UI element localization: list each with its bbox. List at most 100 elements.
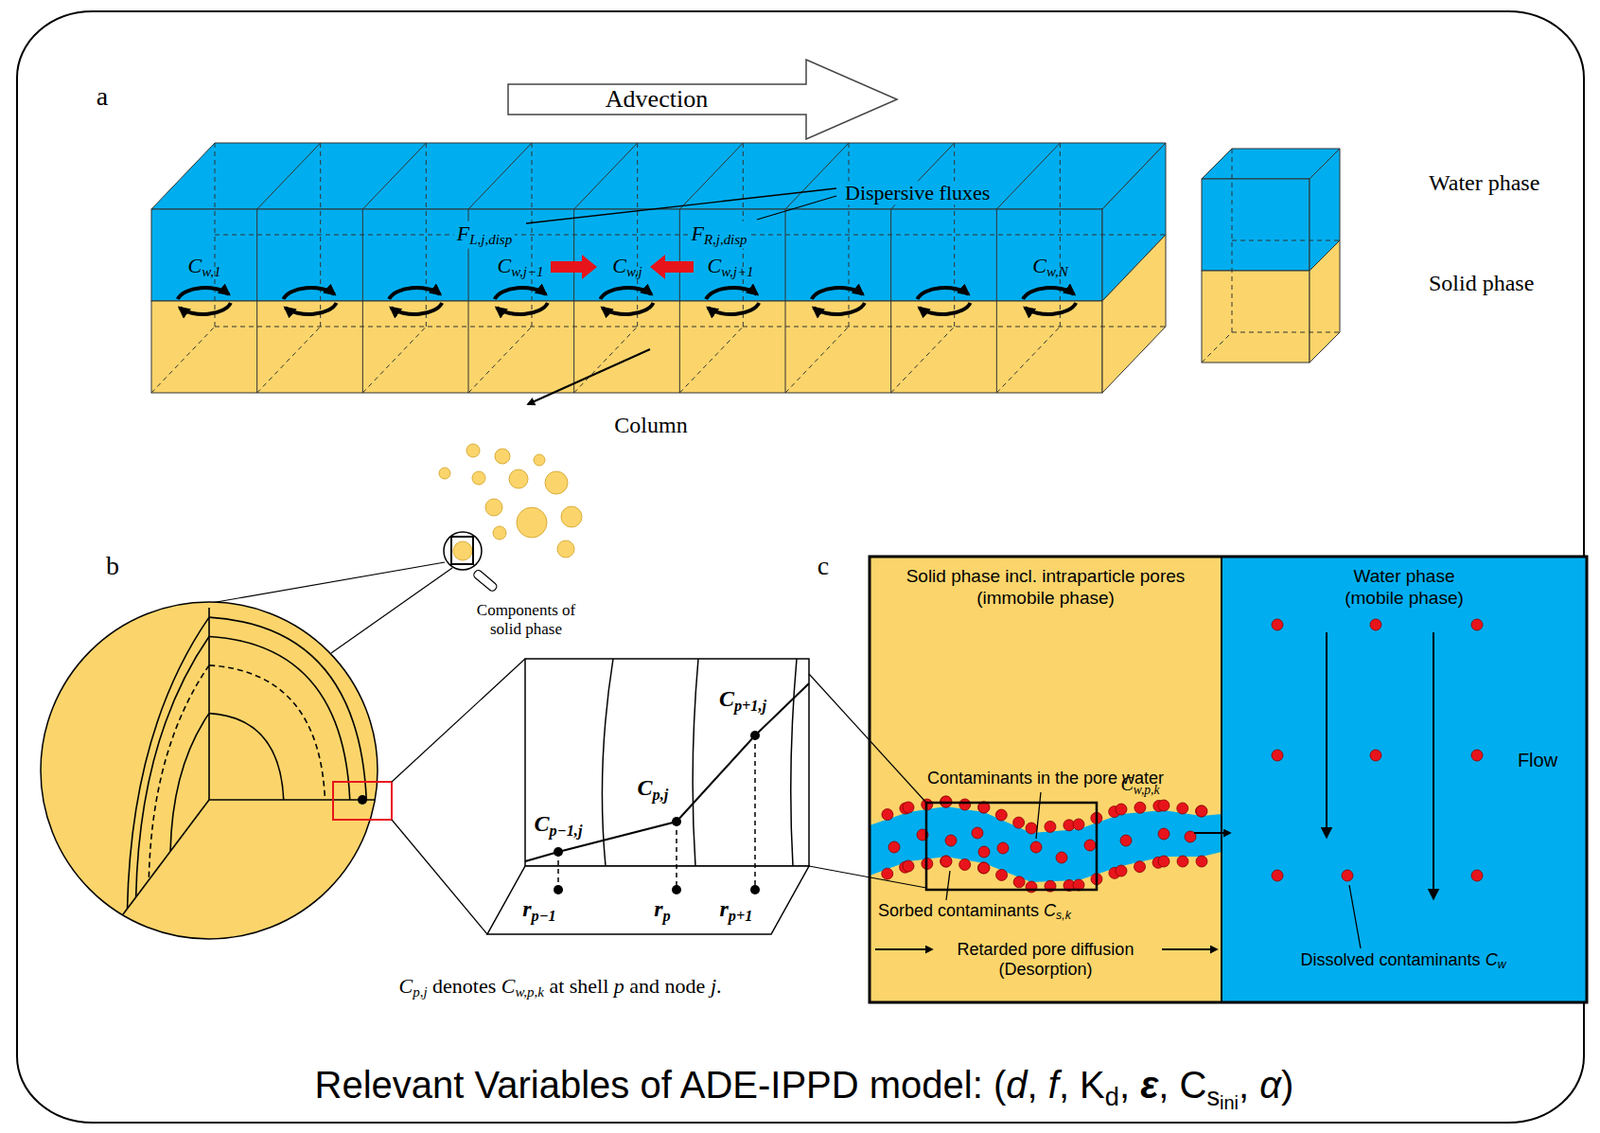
advection-arrow: Advection <box>507 58 899 141</box>
text-run: C <box>1120 773 1133 794</box>
text-run: . <box>716 973 722 998</box>
text-run: w,j <box>626 263 643 280</box>
text-run: Solid phase <box>1428 270 1534 296</box>
text-run: r <box>522 896 531 921</box>
text-run: p−1,j <box>549 821 583 840</box>
panel-border <box>869 556 1587 1003</box>
text-run: Column <box>614 412 687 438</box>
text-run: Sorbed contaminants <box>878 900 1044 920</box>
text-run: w,j−1 <box>510 263 544 280</box>
cell-lines <box>257 142 1061 393</box>
text-run: p+1 <box>728 906 754 925</box>
text-run: p <box>614 973 625 998</box>
flow-arrows <box>875 632 1434 950</box>
text-run: p <box>663 906 671 925</box>
text-run: c <box>817 550 829 581</box>
text-run: C <box>706 253 721 278</box>
flux-arrow <box>650 254 694 280</box>
contaminant-dots <box>881 618 1483 893</box>
phase-divider <box>1220 556 1223 1003</box>
text-run: ) <box>1281 1063 1294 1106</box>
text-run: C <box>1043 900 1056 920</box>
column <box>151 142 1166 393</box>
panel-letter: b <box>105 550 120 581</box>
zoom-line <box>808 673 927 803</box>
text-run: p,j <box>652 785 669 804</box>
concentration-symbol: Cw,j <box>612 253 642 282</box>
text-run: Dispersive fluxes <box>844 180 990 205</box>
box-heading: Water phase (mobile phase) <box>1333 556 1476 610</box>
solid-phase-ground <box>869 556 1222 1003</box>
part-name: Components of solid phase <box>464 600 588 638</box>
callout-text: Dispersive fluxes <box>842 180 993 205</box>
text-run: w,p,k <box>1133 782 1161 797</box>
concentration-symbol: Cw,N <box>1032 253 1068 282</box>
callout-text: Sorbed contaminants Cs,k <box>878 900 1072 923</box>
text-run: d <box>1005 1063 1027 1106</box>
zoom-line <box>391 819 488 934</box>
pointer-arrow <box>527 349 651 405</box>
text-run: at shell <box>544 973 615 998</box>
text-run: , <box>1119 1063 1141 1106</box>
text-run: b <box>105 550 120 581</box>
text-run: j <box>710 973 717 998</box>
process-label: Retarded pore diffusion (Desorption) <box>931 939 1160 979</box>
shell-radius: rp <box>653 896 671 926</box>
text-run: Components of solid phase <box>476 600 576 638</box>
text-run: and node <box>624 973 711 998</box>
text-run: C <box>534 810 550 836</box>
part-name: Column <box>614 412 687 440</box>
text-run: Flow <box>1517 749 1558 771</box>
pore-channel <box>869 806 1222 882</box>
text-run: ε <box>1140 1063 1159 1106</box>
text-run: C <box>496 253 511 278</box>
text-run: Dissolved contaminants <box>1301 949 1486 969</box>
flux-symbol: FR,j,disp <box>687 221 750 249</box>
text-run: C <box>612 253 627 278</box>
arrow-label: Advection <box>507 84 807 115</box>
text-run: p+1,j <box>734 696 767 715</box>
text-run: r <box>720 896 729 921</box>
text-run: , <box>1027 1063 1049 1106</box>
box-heading: Solid phase incl. intraparticle pores (i… <box>879 556 1213 610</box>
text-run: C <box>1032 253 1047 278</box>
text-run: Water phase <box>1428 170 1540 195</box>
text-run: C <box>719 685 735 711</box>
text-run: Retarded pore diffusion (Desorption) <box>957 939 1135 979</box>
text-run: w,p,k <box>514 984 544 1000</box>
text-run: K <box>1079 1063 1106 1106</box>
panel-letter: c <box>817 550 829 581</box>
phase-box: Water phase (mobile phase) <box>1221 556 1587 1003</box>
text-run: , <box>1238 1063 1260 1106</box>
zoom-line <box>391 658 526 782</box>
zoom-mark <box>926 802 1097 890</box>
text-run: , <box>1158 1063 1179 1106</box>
concentration-symbol: Cw,j−1 <box>496 253 544 282</box>
text-run: C <box>398 973 413 998</box>
text-run: p,j <box>412 984 427 1000</box>
note: Cp,j denotes Cw,p,k at shell p and node … <box>398 973 721 1002</box>
text-run: L,j,disp <box>469 231 512 247</box>
text-run: p−1 <box>531 906 557 925</box>
zoom-mark <box>333 781 392 820</box>
phase-box <box>1201 148 1340 363</box>
text-run: C <box>1179 1063 1208 1106</box>
text-run: F <box>457 221 470 246</box>
text-run: f <box>1048 1063 1059 1106</box>
text-run: w,1 <box>201 263 221 280</box>
shell-concentration: Cp−1,j <box>534 810 583 841</box>
callout-text: Dissolved contaminants Cw <box>1301 949 1507 972</box>
caption: Relevant Variables of ADE-IPPD model: (d… <box>315 1062 1295 1114</box>
text-run: denotes <box>427 973 502 998</box>
concentration-symbol: Cw,j+1 <box>706 253 754 282</box>
particle-sphere <box>40 601 378 939</box>
text-run: C <box>188 253 203 278</box>
shell-zoom <box>487 658 809 934</box>
water-phase-ground <box>1221 556 1587 1003</box>
text-run: w,j+1 <box>720 263 754 280</box>
text-run: C <box>637 774 653 800</box>
flux-arrow <box>550 254 598 280</box>
text-run: r <box>653 896 663 921</box>
shell-concentration: Cp+1,j <box>719 685 767 716</box>
text-run: R,j,disp <box>703 231 748 247</box>
